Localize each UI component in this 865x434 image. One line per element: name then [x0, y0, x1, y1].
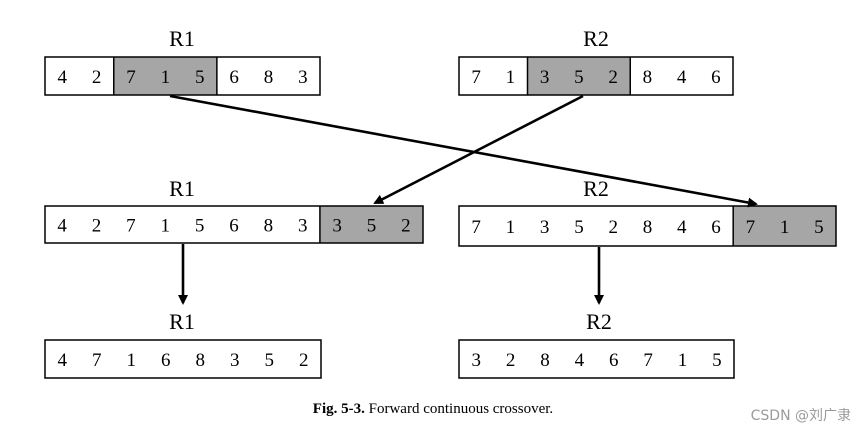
arrow-r2-segment-to-r1 [373, 94, 584, 205]
label-bot-r1: R1 [169, 309, 195, 334]
gene-value: 8 [643, 217, 653, 238]
row-outline [458, 339, 735, 379]
gene-value: 5 [574, 217, 584, 238]
gene-value: 5 [195, 67, 205, 88]
gene-value: 5 [265, 350, 275, 371]
label-mid-r2: R2 [583, 176, 609, 201]
row-mid-r1: 4 2 7 1 5 6 8 3 3 5 2 [44, 205, 424, 244]
gene-value: 7 [471, 217, 481, 238]
gene-value: 4 [58, 350, 68, 371]
figure-caption: Fig. 5-3. Forward continuous crossover. [313, 401, 553, 417]
gene-value: 2 [608, 67, 618, 88]
gene-value: 8 [264, 67, 274, 88]
gene-value: 1 [161, 67, 171, 88]
gene-value: 5 [712, 350, 722, 371]
gene-value: 6 [229, 216, 239, 237]
row-top-r1: 4 2 7 1 5 6 8 3 [44, 56, 321, 96]
row-mid-r2: 7 1 3 5 2 8 4 6 7 1 5 [458, 205, 837, 247]
gene-value: 7 [746, 217, 756, 238]
caption-number: Fig. 5-3. [313, 401, 365, 417]
gene-value: 6 [711, 67, 721, 88]
row-outline [44, 56, 321, 96]
gene-value: 3 [332, 216, 342, 237]
row-outline [458, 205, 837, 247]
gene-value: 4 [57, 216, 67, 237]
gene-value: 5 [367, 216, 377, 237]
gene-value: 1 [678, 350, 688, 371]
gene-value: 3 [298, 67, 308, 88]
row-outline [44, 339, 322, 379]
row-outline [458, 56, 734, 96]
row-bot-r2: 3 2 8 4 6 7 1 5 [458, 339, 735, 379]
gene-value: 4 [677, 67, 687, 88]
gene-value: 2 [299, 350, 309, 371]
label-mid-r1: R1 [169, 176, 195, 201]
watermark: CSDN @刘广隶 [751, 408, 851, 424]
gene-value: 3 [230, 350, 240, 371]
gene-value: 2 [608, 217, 618, 238]
gene-value: 5 [195, 216, 205, 237]
arrow-r1-segment-to-r2 [169, 94, 758, 208]
label-top-r1: R1 [169, 26, 195, 51]
gene-value: 6 [161, 350, 171, 371]
gene-value: 4 [677, 217, 687, 238]
gene-value: 2 [92, 67, 102, 88]
gene-value: 3 [471, 350, 481, 371]
gene-value: 3 [540, 217, 550, 238]
gene-value: 7 [643, 350, 653, 371]
row-top-r2: 7 1 3 5 2 8 4 6 [458, 56, 734, 96]
crossover-segment-highlight [113, 57, 217, 95]
gene-value: 3 [540, 67, 550, 88]
gene-value: 1 [506, 217, 516, 238]
gene-value: 8 [643, 67, 653, 88]
gene-value: 8 [196, 350, 206, 371]
gene-value: 4 [57, 67, 67, 88]
gene-value: 1 [127, 350, 137, 371]
crossover-segment-highlight [733, 206, 836, 246]
caption-text: Forward continuous crossover. [369, 401, 554, 417]
gene-value: 7 [126, 67, 136, 88]
gene-value: 8 [540, 350, 550, 371]
crossover-segment-highlight [527, 57, 631, 95]
gene-value: 6 [609, 350, 619, 371]
gene-value: 3 [298, 216, 308, 237]
gene-value: 2 [401, 216, 411, 237]
gene-value: 7 [92, 350, 102, 371]
gene-value: 1 [780, 217, 790, 238]
label-bot-r2: R2 [586, 309, 612, 334]
row-bot-r1: 4 7 1 6 8 3 5 2 [44, 339, 322, 379]
gene-value: 4 [575, 350, 585, 371]
gene-value: 7 [126, 216, 136, 237]
row-outline [44, 205, 424, 244]
gene-value: 2 [92, 216, 102, 237]
gene-value: 2 [506, 350, 516, 371]
gene-value: 1 [161, 216, 171, 237]
gene-value: 8 [264, 216, 274, 237]
gene-value: 6 [711, 217, 721, 238]
gene-value: 6 [229, 67, 239, 88]
label-top-r2: R2 [583, 26, 609, 51]
gene-value: 7 [471, 67, 481, 88]
crossover-segment-highlight [319, 206, 423, 243]
gene-value: 1 [506, 67, 516, 88]
gene-value: 5 [574, 67, 584, 88]
gene-value: 5 [814, 217, 824, 238]
